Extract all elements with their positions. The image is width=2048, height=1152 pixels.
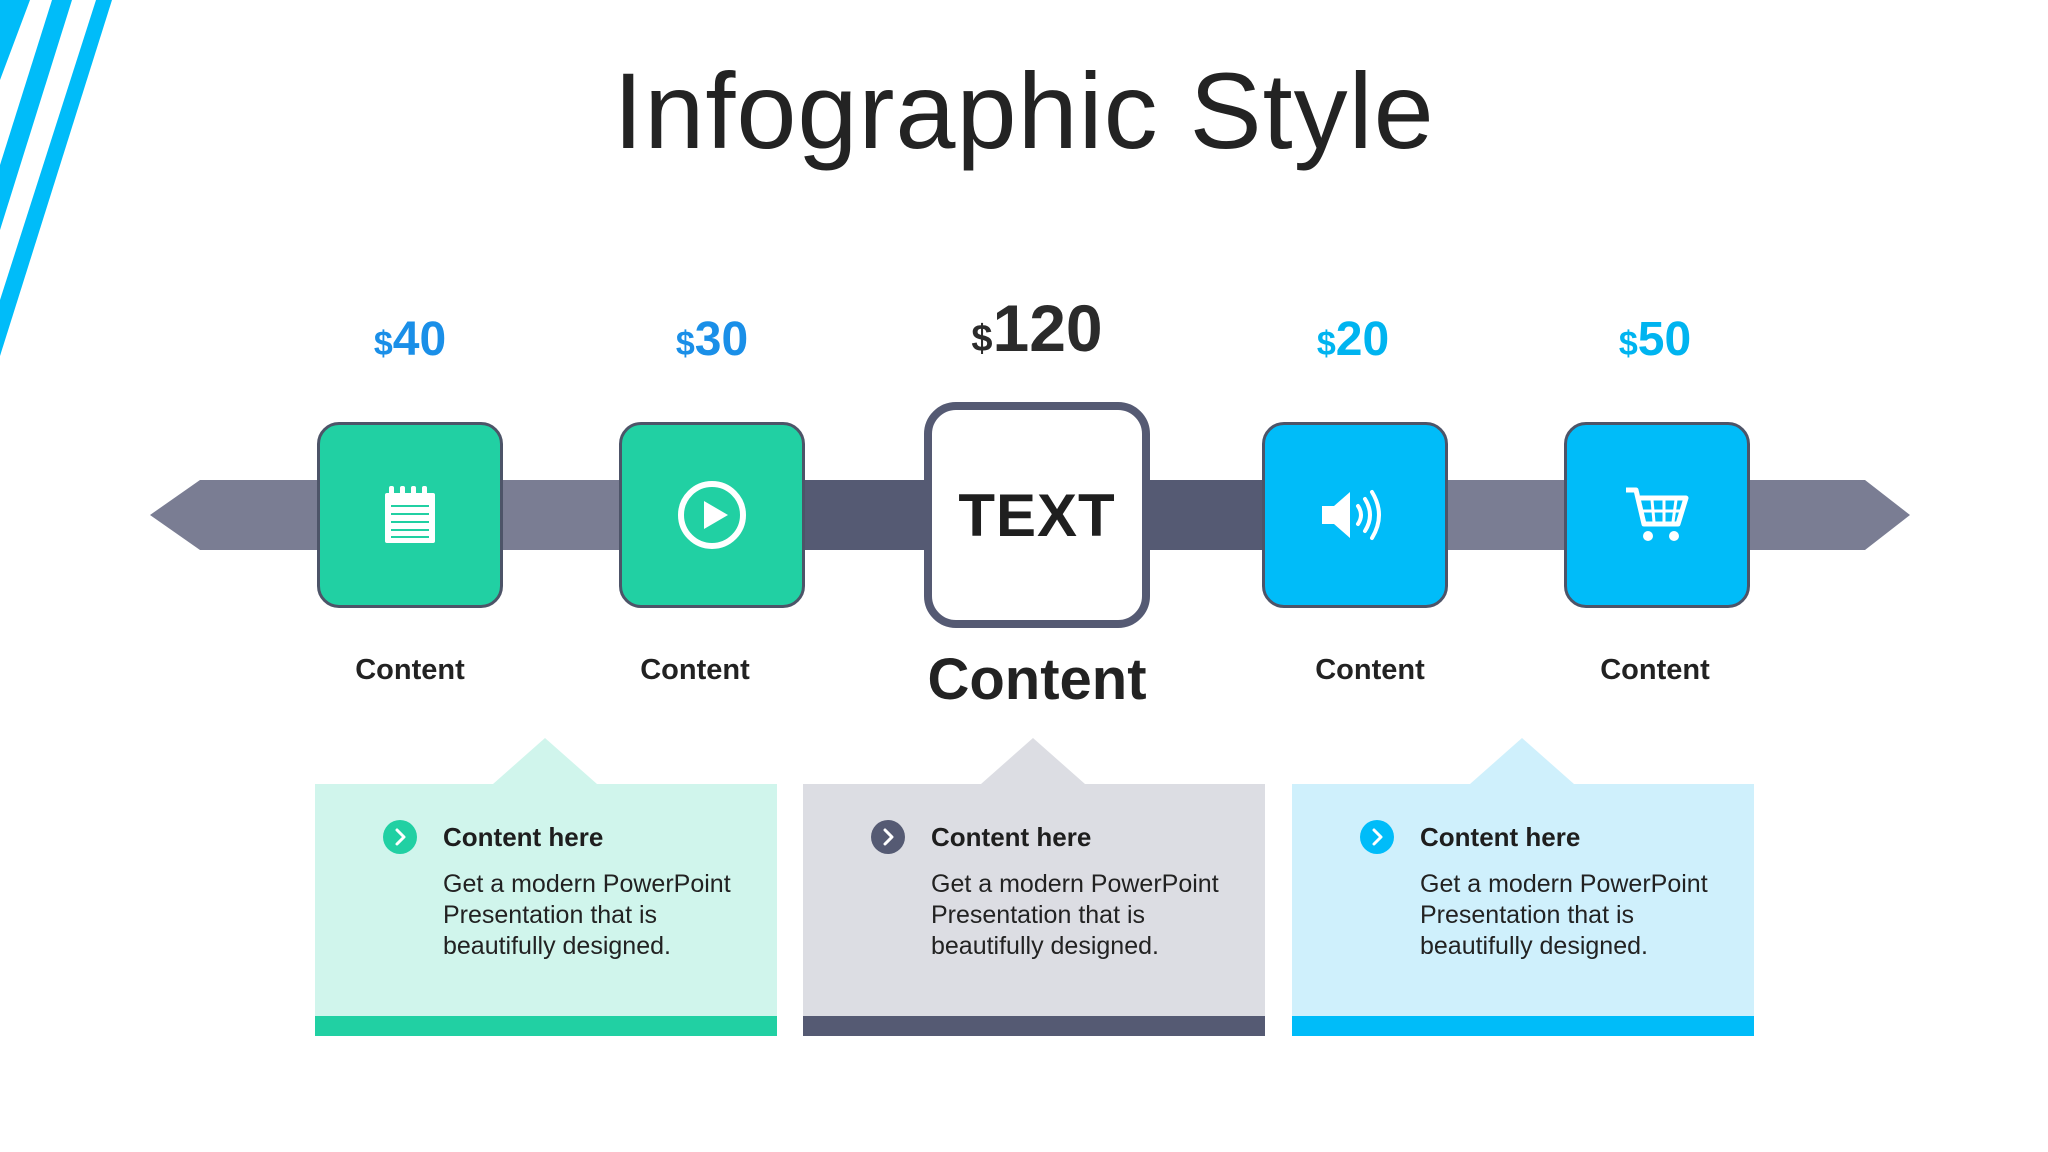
notepad-icon [385,486,435,543]
card-pointer [493,738,597,784]
step-node-1 [317,422,503,608]
price-currency: $ [1618,325,1638,363]
price-currency: $ [373,325,393,363]
price-currency: $ [971,318,993,360]
shopping-cart-icon [1626,487,1689,541]
step-label-2: Content [640,654,750,686]
page-title: Infographic Style [613,50,1435,171]
info-card-2: Content here Get a modern PowerPoint Pre… [803,738,1265,1036]
price-amount: 120 [992,291,1103,365]
step-label-1: Content [355,654,465,686]
step-node-5 [1564,422,1750,608]
center-node-text: TEXT [958,481,1116,549]
chevron-right-icon [383,820,417,854]
price-currency: $ [1316,325,1336,363]
step-label-center: Content [927,647,1147,712]
price-5: $50 [1545,312,1765,367]
card-body: Get a modern PowerPoint Presentation tha… [931,870,1219,960]
price-amount: 50 [1637,313,1692,366]
card-pointer [981,738,1085,784]
card-heading: Content here [443,822,604,852]
price-1: $40 [300,312,520,367]
step-node-4 [1262,422,1448,608]
card-accent-bar [803,1016,1265,1036]
card-accent-bar [1292,1016,1754,1036]
step-label-5: Content [1600,654,1710,686]
price-2: $30 [602,312,822,367]
card-heading: Content here [1420,822,1581,852]
chevron-right-icon [871,820,905,854]
price-amount: 20 [1335,313,1390,366]
step-node-center: TEXT [924,402,1150,628]
price-amount: 30 [694,313,749,366]
step-label-4: Content [1315,654,1425,686]
card-heading: Content here [931,822,1092,852]
card-body: Get a modern PowerPoint Presentation tha… [443,870,731,960]
price-4: $20 [1243,312,1463,367]
card-body: Get a modern PowerPoint Presentation tha… [1420,870,1708,960]
corner-stripes [0,0,112,356]
info-card-3: Content here Get a modern PowerPoint Pre… [1292,738,1754,1036]
chevron-right-icon [1360,820,1394,854]
price-currency: $ [675,325,695,363]
info-card-1: Content here Get a modern PowerPoint Pre… [315,738,777,1036]
card-pointer [1470,738,1574,784]
price-center: $120 [927,290,1147,366]
step-node-2 [619,422,805,608]
speaker-icon [1322,490,1381,540]
price-amount: 40 [392,313,447,366]
card-accent-bar [315,1016,777,1036]
play-circle-icon [678,481,746,549]
